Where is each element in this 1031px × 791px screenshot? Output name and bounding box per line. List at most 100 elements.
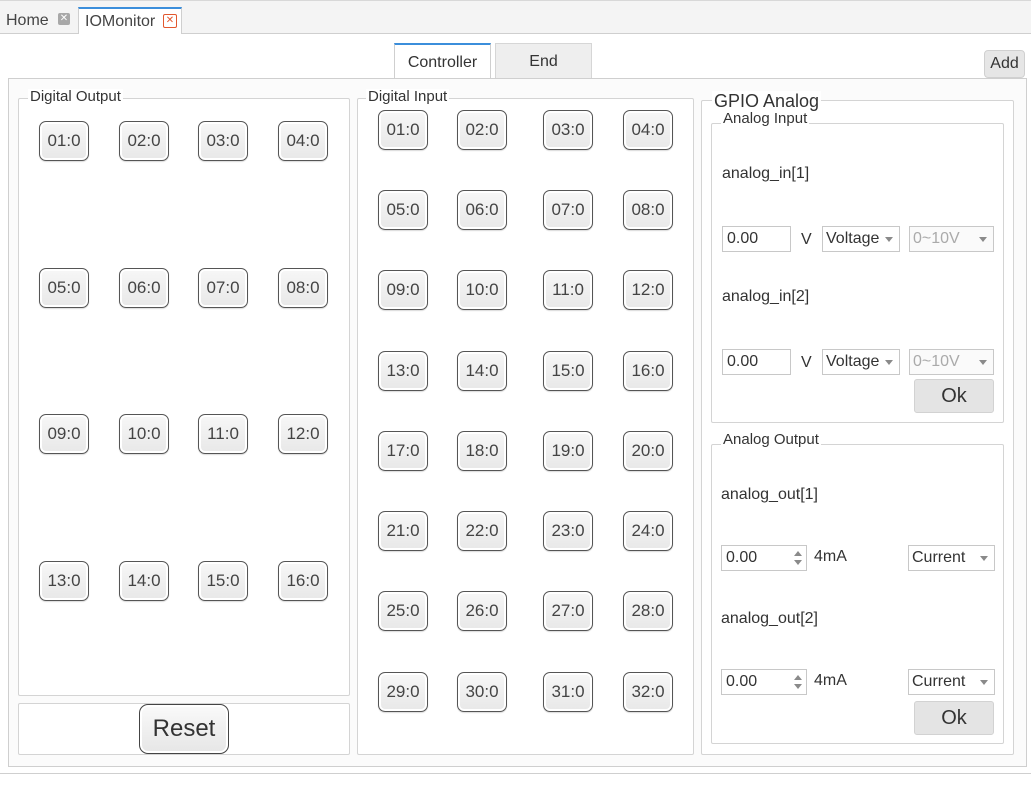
- digital-output-title: Digital Output: [28, 88, 123, 105]
- digital-input-button[interactable]: 13:0: [378, 351, 428, 391]
- digital-output-button[interactable]: 05:0: [39, 268, 89, 308]
- digital-input-button[interactable]: 28:0: [623, 591, 673, 631]
- analog-out-2-mode-value: Current: [912, 673, 966, 690]
- digital-input-button[interactable]: 11:0: [543, 270, 593, 310]
- analog-in-1-mode-select[interactable]: Voltage: [822, 226, 900, 252]
- spin-down-icon[interactable]: [794, 560, 802, 565]
- digital-output-button[interactable]: 13:0: [39, 561, 89, 601]
- analog-input-title: Analog Input: [721, 110, 810, 127]
- digital-input-button[interactable]: 31:0: [543, 672, 593, 712]
- spin-down-icon[interactable]: [794, 684, 802, 689]
- tab-controller[interactable]: Controller: [394, 43, 491, 78]
- analog-in-1-value-field[interactable]: 0.00: [722, 226, 791, 252]
- digital-input-button[interactable]: 04:0: [623, 110, 673, 150]
- tab-end[interactable]: End: [495, 43, 592, 78]
- close-icon[interactable]: ✕: [58, 13, 70, 25]
- digital-output-button[interactable]: 01:0: [39, 121, 89, 161]
- analog-in-2-range-value: 0~10V: [913, 353, 960, 370]
- tab-home-label: Home: [6, 12, 49, 29]
- digital-input-button[interactable]: 06:0: [457, 190, 507, 230]
- digital-output-button[interactable]: 02:0: [119, 121, 169, 161]
- digital-output-group: [18, 98, 350, 696]
- chevron-down-icon: [980, 556, 988, 561]
- spin-up-icon[interactable]: [794, 675, 802, 680]
- digital-input-button[interactable]: 18:0: [457, 431, 507, 471]
- digital-input-button[interactable]: 29:0: [378, 672, 428, 712]
- analog-out-2-value-stepper[interactable]: 0.00: [721, 669, 807, 695]
- digital-output-button[interactable]: 11:0: [198, 414, 248, 454]
- analog-output-ok-button[interactable]: Ok: [914, 701, 994, 735]
- analog-in-1-mode-value: Voltage: [826, 230, 880, 247]
- digital-input-button[interactable]: 02:0: [457, 110, 507, 150]
- digital-input-button[interactable]: 24:0: [623, 511, 673, 551]
- digital-input-button[interactable]: 17:0: [378, 431, 428, 471]
- digital-input-button[interactable]: 03:0: [543, 110, 593, 150]
- digital-input-button[interactable]: 23:0: [543, 511, 593, 551]
- analog-in-2-range-select: 0~10V: [909, 349, 994, 375]
- tab-iomonitor[interactable]: IOMonitor ✕: [78, 7, 182, 34]
- digital-input-button[interactable]: 25:0: [378, 591, 428, 631]
- status-bar: [0, 773, 1031, 791]
- analog-out-2-unit: 4mA: [814, 672, 847, 689]
- digital-output-button[interactable]: 07:0: [198, 268, 248, 308]
- digital-input-button[interactable]: 12:0: [623, 270, 673, 310]
- gpio-analog-title: GPIO Analog: [712, 91, 822, 111]
- analog-out-1-value-stepper[interactable]: 0.00: [721, 545, 807, 571]
- digital-input-button[interactable]: 10:0: [457, 270, 507, 310]
- chevron-down-icon: [980, 680, 988, 685]
- digital-output-button[interactable]: 15:0: [198, 561, 248, 601]
- reset-button[interactable]: Reset: [139, 704, 229, 754]
- analog-in-2-unit: V: [801, 354, 812, 371]
- digital-output-button[interactable]: 06:0: [119, 268, 169, 308]
- digital-input-title: Digital Input: [366, 88, 450, 105]
- digital-input-button[interactable]: 21:0: [378, 511, 428, 551]
- digital-output-button[interactable]: 09:0: [39, 414, 89, 454]
- analog-output-title: Analog Output: [721, 431, 821, 448]
- chevron-down-icon: [885, 360, 893, 365]
- digital-input-button[interactable]: 01:0: [378, 110, 428, 150]
- analog-in-1-unit: V: [801, 231, 812, 248]
- digital-output-button[interactable]: 12:0: [278, 414, 328, 454]
- chevron-down-icon: [979, 360, 987, 365]
- digital-input-button[interactable]: 20:0: [623, 431, 673, 471]
- analog-out-1-value: 0.00: [726, 549, 758, 566]
- tab-home[interactable]: Home ✕: [0, 8, 76, 34]
- analog-out-2-mode-select[interactable]: Current: [908, 669, 995, 695]
- digital-input-button[interactable]: 08:0: [623, 190, 673, 230]
- add-button[interactable]: Add: [984, 50, 1025, 78]
- analog-in-1-range-value: 0~10V: [913, 230, 960, 247]
- close-icon[interactable]: ✕: [163, 14, 177, 28]
- analog-out-1-mode-select[interactable]: Current: [908, 545, 995, 571]
- digital-input-button[interactable]: 14:0: [457, 351, 507, 391]
- digital-input-button[interactable]: 16:0: [623, 351, 673, 391]
- digital-input-button[interactable]: 22:0: [457, 511, 507, 551]
- digital-input-button[interactable]: 30:0: [457, 672, 507, 712]
- digital-input-button[interactable]: 05:0: [378, 190, 428, 230]
- analog-in-2-mode-value: Voltage: [826, 353, 880, 370]
- digital-input-button[interactable]: 26:0: [457, 591, 507, 631]
- digital-output-button[interactable]: 16:0: [278, 561, 328, 601]
- digital-output-button[interactable]: 04:0: [278, 121, 328, 161]
- analog-out-2-value: 0.00: [726, 673, 758, 690]
- digital-output-button[interactable]: 08:0: [278, 268, 328, 308]
- digital-output-button[interactable]: 10:0: [119, 414, 169, 454]
- digital-input-button[interactable]: 07:0: [543, 190, 593, 230]
- digital-output-button[interactable]: 14:0: [119, 561, 169, 601]
- analog-in-2-mode-select[interactable]: Voltage: [822, 349, 900, 375]
- analog-out-1-unit: 4mA: [814, 548, 847, 565]
- analog-out-1-mode-value: Current: [912, 549, 966, 566]
- digital-input-button[interactable]: 15:0: [543, 351, 593, 391]
- digital-input-button[interactable]: 27:0: [543, 591, 593, 631]
- analog-in-1-range-select: 0~10V: [909, 226, 994, 252]
- digital-input-button[interactable]: 19:0: [543, 431, 593, 471]
- analog-in-1-label: analog_in[1]: [722, 165, 810, 182]
- spin-up-icon[interactable]: [794, 551, 802, 556]
- digital-input-button[interactable]: 32:0: [623, 672, 673, 712]
- analog-out-1-label: analog_out[1]: [721, 486, 818, 503]
- digital-output-button[interactable]: 03:0: [198, 121, 248, 161]
- analog-in-2-label: analog_in[2]: [722, 288, 810, 305]
- analog-input-ok-button[interactable]: Ok: [914, 379, 994, 413]
- chevron-down-icon: [885, 237, 893, 242]
- digital-input-button[interactable]: 09:0: [378, 270, 428, 310]
- analog-in-2-value-field[interactable]: 0.00: [722, 349, 791, 375]
